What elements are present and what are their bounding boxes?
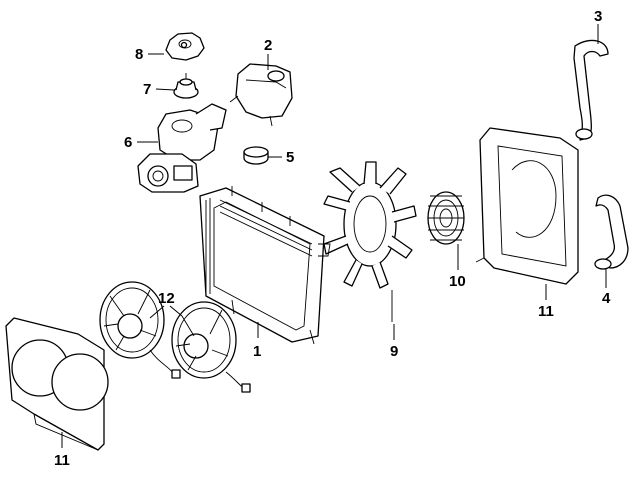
callout-1: 1	[253, 343, 261, 360]
lower-radiator-hose	[594, 194, 629, 270]
callout-4: 4	[602, 290, 611, 307]
callout-8: 8	[135, 46, 143, 63]
fan-clutch	[427, 191, 465, 245]
callout-5: 5	[286, 149, 294, 166]
callout-10: 10	[449, 273, 466, 290]
thermostat	[173, 73, 199, 99]
mechanical-fan	[323, 161, 417, 322]
electric-fan-right	[171, 301, 251, 393]
callout-12: 12	[158, 290, 175, 307]
leader-lines	[61, 24, 607, 448]
radiator	[199, 186, 331, 345]
callout-2: 2	[264, 37, 272, 54]
fan-shroud-front	[5, 317, 109, 451]
callout-7: 7	[143, 81, 151, 98]
callout-9: 9	[390, 343, 398, 360]
callout-11-right: 11	[538, 303, 554, 320]
water-pump-assembly	[137, 103, 227, 193]
callout-3: 3	[594, 8, 602, 25]
callout-labels: 1 2 3 4 5 6 7 8 9 10 11 11 12	[54, 8, 611, 469]
callout-6: 6	[124, 134, 132, 151]
electric-fan-left	[99, 281, 181, 379]
fan-shroud-rear	[475, 127, 579, 285]
coolant-reservoir	[229, 63, 293, 127]
reservoir-cap	[243, 146, 269, 165]
thermostat-cover	[165, 32, 205, 61]
upper-radiator-hose	[573, 39, 609, 141]
callout-11-left: 11	[54, 452, 70, 469]
